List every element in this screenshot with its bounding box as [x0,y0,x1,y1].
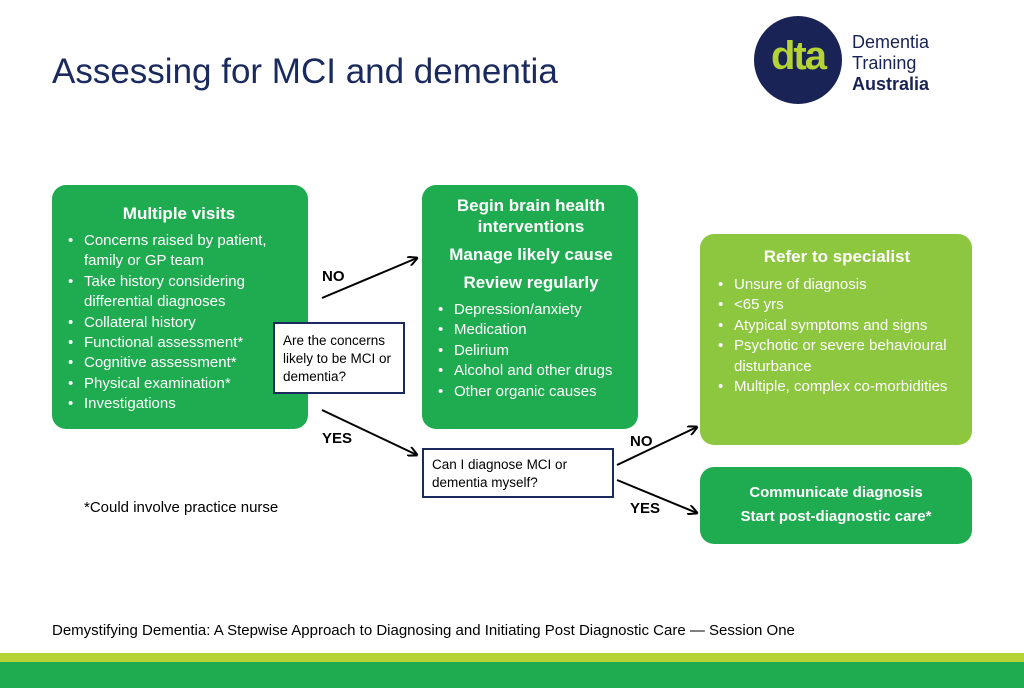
manage-cause-heading: Manage likely cause [449,245,613,264]
footer-bar-lime [0,653,1024,662]
multiple-visits-box: Multiple visits Concerns raised by patie… [52,185,308,429]
list-item: Multiple, complex co-morbidities [712,377,962,398]
post-diagnostic-care-heading: Start post-diagnostic care* [740,508,932,525]
page-title: Assessing for MCI and dementia [52,52,558,91]
arrow-no-to-refer [616,427,697,466]
refer-specialist-box: Refer to specialist Unsure of diagnosis … [700,234,972,445]
list-item: Collateral history [62,313,296,334]
label-no-2: NO [630,433,653,450]
list-item: Delirium [432,341,630,362]
question-diagnose-box: Can I diagnose MCI or dementia myself? [422,448,614,498]
list-item: Other organic causes [432,382,630,403]
brain-health-box: Begin brain health interventions Manage … [422,185,638,429]
logo-mark: dta [771,34,827,78]
refer-list: Unsure of diagnosis <65 yrs Atypical sym… [712,275,962,398]
arrow-yes-to-question2 [321,409,417,455]
list-item: Physical examination* [62,374,296,395]
label-yes-2: YES [630,500,661,517]
list-item: Alcohol and other drugs [432,361,630,382]
multiple-visits-list: Concerns raised by patient, family or GP… [62,231,296,415]
causes-list: Depression/anxiety Medication Delirium A… [432,300,630,402]
list-item: Unsure of diagnosis [712,275,962,296]
list-item: Investigations [62,394,296,415]
communicate-diagnosis-heading: Communicate diagnosis [749,484,923,501]
logo-text-line1: Dementia [852,32,930,52]
label-yes-1: YES [322,430,353,447]
list-item: Take history considering differential di… [62,272,296,313]
list-item: Depression/anxiety [432,300,630,321]
list-item: Psychotic or severe behavioural disturba… [712,336,962,377]
footnote: *Could involve practice nurse [84,499,279,516]
logo-text-line3: Australia [852,74,930,94]
brain-health-heading: Begin brain health interventions [456,196,606,236]
question-mci-dementia-box: Are the concerns likely to be MCI or dem… [273,322,405,394]
communicate-diagnosis-box: Communicate diagnosis Start post-diagnos… [700,467,972,544]
arrow-no-to-brain [321,258,417,299]
list-item: Cognitive assessment* [62,353,296,374]
logo-circle [754,16,842,104]
arrow-yes-to-communicate [616,479,697,513]
footer-text: Demystifying Dementia: A Stepwise Approa… [52,622,795,639]
list-item: Atypical symptoms and signs [712,316,962,337]
multiple-visits-heading: Multiple visits [122,204,236,223]
list-item: Functional assessment* [62,333,296,354]
list-item: Concerns raised by patient, family or GP… [62,231,296,272]
review-regularly-heading: Review regularly [463,273,599,292]
footer-bar-green [0,662,1024,688]
label-no-1: NO [322,268,345,285]
list-item: Medication [432,320,630,341]
list-item: <65 yrs [712,295,962,316]
logo-text-line2: Training [852,53,917,73]
refer-specialist-heading: Refer to specialist [763,247,911,266]
